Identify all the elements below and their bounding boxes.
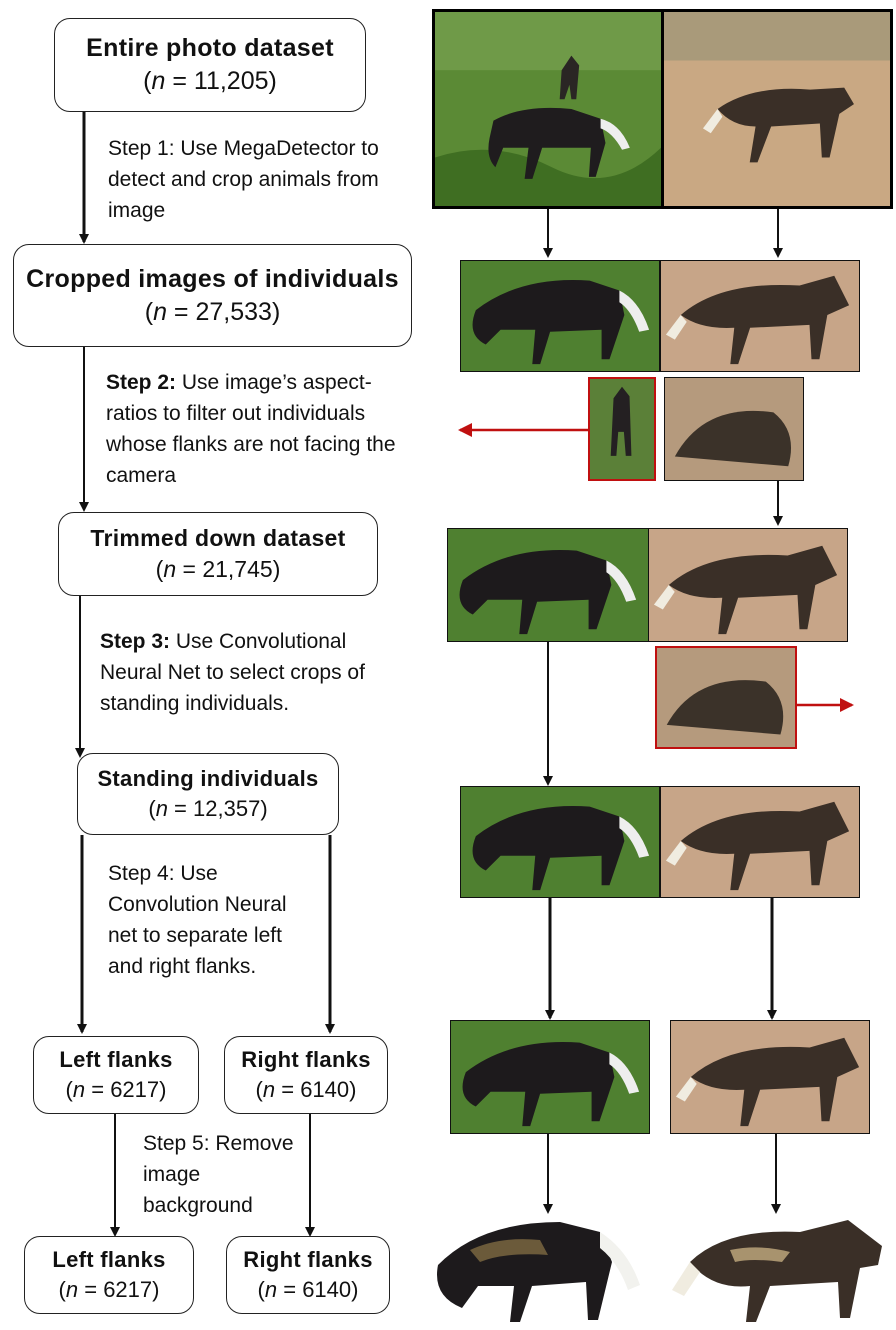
crop-left-1 bbox=[460, 260, 660, 372]
box-standing-individuals: Standing individuals (n = 12,357) bbox=[77, 753, 339, 835]
step4-text: Step 4: Use Convolution Neural net to se… bbox=[108, 862, 287, 978]
step4-label: Step 4 bbox=[108, 862, 169, 885]
box-count: (n = 27,533) bbox=[144, 297, 281, 326]
box-title: Entire photo dataset bbox=[86, 34, 334, 62]
box-left-flanks-2: Left flanks (n = 6217) bbox=[24, 1236, 194, 1314]
step1-text: Step 1: Use MegaDetector to detect and c… bbox=[108, 137, 379, 222]
box-count: (n = 6140) bbox=[255, 1077, 357, 1102]
step2-text: Step 2: Use image’s aspect-ratios to fil… bbox=[106, 371, 396, 487]
step2-label: Step 2: bbox=[106, 371, 177, 394]
crop-rejected-facing bbox=[588, 377, 656, 481]
box-title: Cropped images of individuals bbox=[26, 264, 399, 293]
box-entire-dataset: Entire photo dataset (n = 11,205) bbox=[54, 18, 366, 112]
crop-right-1 bbox=[660, 260, 860, 372]
step5-label: Step 5 bbox=[143, 1132, 204, 1155]
box-title: Left flanks bbox=[59, 1047, 173, 1072]
box-count: (n = 6217) bbox=[65, 1077, 167, 1102]
crop-lying bbox=[664, 377, 804, 481]
step3-text: Step 3: Use Convolutional Neural Net to … bbox=[100, 630, 365, 715]
box-trimmed-dataset: Trimmed down dataset (n = 21,745) bbox=[58, 512, 378, 596]
step1-label: Step 1 bbox=[108, 137, 169, 160]
box-count: (n = 6140) bbox=[257, 1277, 359, 1302]
box-count: (n = 6217) bbox=[58, 1277, 160, 1302]
box-title: Right flanks bbox=[243, 1247, 373, 1272]
box-count: (n = 11,205) bbox=[143, 67, 277, 95]
box-cropped-images: Cropped images of individuals (n = 27,53… bbox=[13, 244, 412, 347]
silhouette-left-flank bbox=[437, 1222, 640, 1322]
box-left-flanks-1: Left flanks (n = 6217) bbox=[33, 1036, 199, 1114]
silhouette-right-flank bbox=[672, 1220, 882, 1322]
box-count: (n = 12,357) bbox=[148, 796, 268, 821]
crop-right-3 bbox=[660, 786, 860, 898]
step3-label: Step 3: bbox=[100, 630, 171, 653]
box-title: Standing individuals bbox=[97, 766, 319, 791]
box-title: Left flanks bbox=[52, 1247, 166, 1272]
box-title: Right flanks bbox=[241, 1047, 371, 1072]
crop-right-flank bbox=[670, 1020, 870, 1134]
box-right-flanks-2: Right flanks (n = 6140) bbox=[226, 1236, 390, 1314]
box-count: (n = 21,745) bbox=[155, 556, 281, 582]
crop-left-3 bbox=[460, 786, 660, 898]
box-right-flanks-1: Right flanks (n = 6140) bbox=[224, 1036, 388, 1114]
photo-full-dirt bbox=[661, 9, 893, 209]
step5-text: Step 5: Remove image background bbox=[143, 1132, 294, 1217]
crop-left-flank bbox=[450, 1020, 650, 1134]
photo-full-grass bbox=[432, 9, 664, 209]
crop-right-2 bbox=[648, 528, 848, 642]
box-title: Trimmed down dataset bbox=[90, 525, 346, 551]
crop-rejected-lying bbox=[655, 646, 797, 749]
crop-left-2 bbox=[447, 528, 649, 642]
